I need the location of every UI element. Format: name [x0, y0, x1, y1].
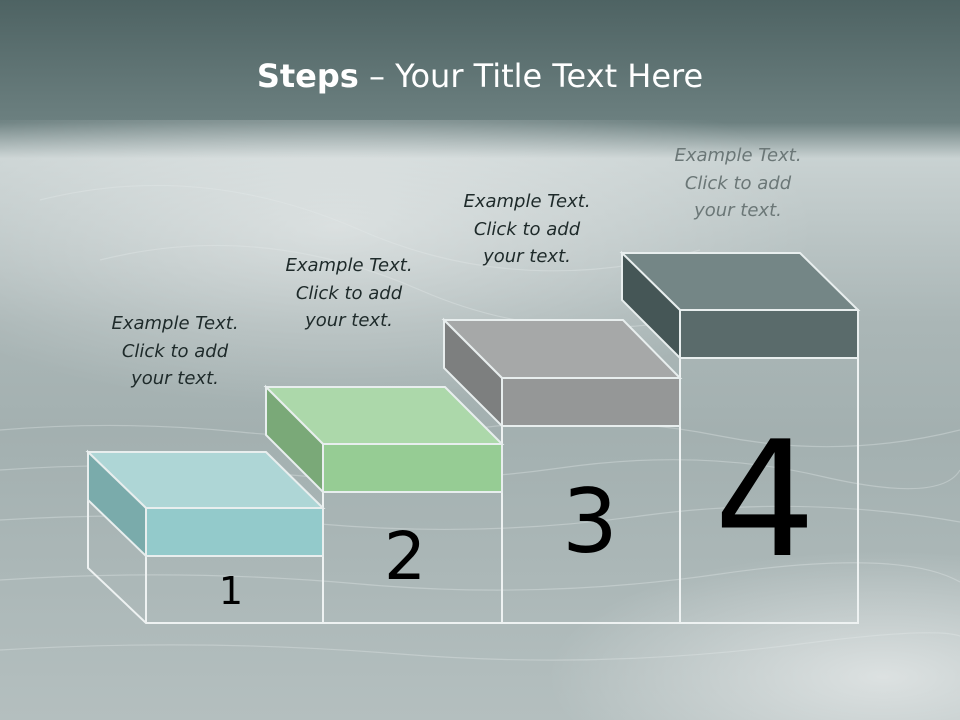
step-1-caption-line1: Example Text. — [111, 313, 239, 334]
title-rest: – Your Title Text Here — [358, 57, 704, 95]
step-4-caption-line3: your text. — [694, 200, 782, 221]
steps-outline — [87, 358, 859, 624]
step-3-caption-line3: your text. — [483, 246, 571, 267]
step-2-caption-line2: Click to add — [295, 282, 403, 304]
step-2-number: 2 — [384, 518, 426, 595]
step-4-caption-line1: Example Text. — [674, 145, 802, 166]
step-3-caption[interactable]: Example Text. Click to add your text. — [427, 188, 627, 271]
step-2-caption-line1: Example Text. — [285, 255, 413, 276]
step-1-caption-line2: Click to add — [121, 340, 229, 362]
step-1-block[interactable] — [85, 449, 326, 559]
step-3-caption-line1: Example Text. — [463, 191, 591, 212]
step-3-number: 3 — [562, 470, 618, 573]
step-3-caption-line2: Click to add — [473, 218, 581, 240]
slide-title[interactable]: Steps – Your Title Text Here — [0, 56, 960, 96]
step-4-caption[interactable]: Example Text. Click to add your text. — [638, 142, 838, 225]
step-4-caption-line2: Click to add — [684, 172, 792, 194]
step-1-caption[interactable]: Example Text. Click to add your text. — [75, 310, 275, 393]
step-2-caption-line3: your text. — [305, 310, 393, 331]
step-1-caption-line3: your text. — [131, 368, 219, 389]
step-3-block[interactable] — [441, 317, 683, 429]
step-1-number: 1 — [218, 569, 244, 613]
title-bold: Steps — [256, 57, 359, 95]
step-2-block[interactable] — [263, 384, 505, 495]
step-4-number: 4 — [714, 406, 816, 593]
step-4-block[interactable] — [619, 250, 861, 361]
step-2-caption[interactable]: Example Text. Click to add your text. — [249, 252, 449, 335]
